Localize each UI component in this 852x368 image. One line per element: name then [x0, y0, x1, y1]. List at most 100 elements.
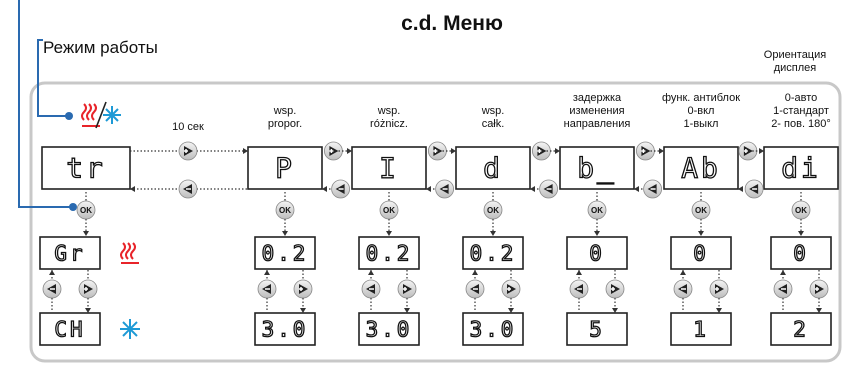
- arrow-head: [282, 231, 288, 236]
- lcd-display-value: [566, 236, 628, 270]
- arrow-head: [49, 270, 55, 275]
- prev-button[interactable]: [539, 179, 558, 199]
- ok-label: OK: [383, 206, 395, 215]
- ok-button[interactable]: OK: [379, 200, 399, 220]
- increase-button[interactable]: [397, 279, 417, 299]
- next-button[interactable]: [178, 141, 198, 161]
- increase-button[interactable]: [293, 279, 313, 299]
- arrow-head: [698, 231, 704, 236]
- ok-button[interactable]: OK: [76, 200, 96, 220]
- arrow-head: [530, 186, 535, 192]
- decrease-button[interactable]: [465, 279, 485, 299]
- next-button[interactable]: [532, 141, 551, 161]
- arrow-head: [555, 148, 560, 154]
- lcd-code: Ab: [681, 152, 721, 185]
- decrease-button[interactable]: [569, 279, 589, 299]
- increase-button[interactable]: [78, 279, 98, 299]
- lcd-display-main: [559, 146, 635, 190]
- ok-label: OK: [279, 206, 291, 215]
- arrow-head: [85, 308, 91, 313]
- lcd-display-value: [39, 312, 101, 346]
- decrease-button[interactable]: [361, 279, 381, 299]
- parameter-label: wsp.propor.: [268, 105, 302, 130]
- heat-icon: [120, 242, 139, 264]
- arrow-head: [780, 270, 786, 275]
- value-upper: Gr: [54, 241, 85, 265]
- ok-label: OK: [795, 206, 807, 215]
- decrease-button[interactable]: [42, 279, 62, 299]
- arrow-head: [680, 270, 686, 275]
- lcd-display-value: [358, 236, 420, 270]
- connector-dot-top: [65, 112, 73, 120]
- decrease-button[interactable]: [673, 279, 693, 299]
- arrow-head: [659, 148, 664, 154]
- prev-button[interactable]: [331, 179, 351, 199]
- arrow-head: [426, 186, 431, 192]
- page-title: c.d. Меню: [401, 12, 503, 35]
- lcd-display-value: [566, 312, 628, 346]
- ok-button[interactable]: OK: [791, 200, 811, 220]
- arrow-head: [347, 148, 352, 154]
- arrow-head: [451, 148, 456, 154]
- lcd-display-value: [462, 312, 524, 346]
- arrow-head: [264, 270, 270, 275]
- lcd-code: P: [275, 152, 295, 185]
- decrease-button[interactable]: [257, 279, 277, 299]
- arrow-head: [243, 148, 248, 154]
- delay-10s-label: 10 сек: [172, 121, 204, 133]
- next-button[interactable]: [636, 141, 655, 161]
- lcd-display-main: [663, 146, 739, 190]
- arrow-head: [404, 308, 410, 313]
- increase-button[interactable]: [605, 279, 625, 299]
- value-upper: 0.2: [470, 241, 517, 265]
- value-lower: CH: [54, 317, 85, 341]
- value-upper: 0: [793, 241, 809, 265]
- arrow-head: [738, 186, 743, 192]
- lcd-display-value: [254, 236, 316, 270]
- connector-dot-bottom: [69, 203, 77, 211]
- lcd-display-main: [351, 146, 427, 190]
- increase-button[interactable]: [501, 279, 521, 299]
- decrease-button[interactable]: [773, 279, 793, 299]
- next-button[interactable]: [738, 141, 758, 161]
- ok-button[interactable]: OK: [275, 200, 295, 220]
- arrow-head: [300, 308, 306, 313]
- prev-button[interactable]: [178, 179, 198, 199]
- arrow-head: [612, 308, 618, 313]
- outer-frame: [29, 81, 842, 363]
- lcd-display-value: [770, 236, 832, 270]
- value-lower: 2: [793, 317, 809, 341]
- prev-button[interactable]: [435, 179, 455, 199]
- arrow-head: [83, 231, 89, 236]
- value-lower: 3.0: [262, 317, 309, 341]
- arrow-head: [386, 231, 392, 236]
- prev-button[interactable]: [643, 179, 662, 199]
- lcd-code: b_: [577, 152, 617, 186]
- mode-label: Режим работы: [43, 38, 158, 57]
- arrow-head: [576, 270, 582, 275]
- prev-button[interactable]: [744, 179, 764, 199]
- value-upper: 0.2: [262, 241, 309, 265]
- parameter-label: wsp.różnicz.: [370, 105, 408, 130]
- value-lower: 5: [589, 317, 605, 341]
- lcd-display-value: [670, 236, 732, 270]
- arrow-head: [816, 308, 822, 313]
- arrow-head: [490, 231, 496, 236]
- increase-button[interactable]: [809, 279, 829, 299]
- lcd-display-value: [254, 312, 316, 346]
- heat-cool-icon: [81, 101, 121, 129]
- lcd-display-value: [358, 312, 420, 346]
- lcd-code: tr: [66, 152, 106, 185]
- lcd-display-main: [247, 146, 323, 190]
- ok-button[interactable]: OK: [691, 200, 711, 220]
- parameter-label: wsp.całk.: [481, 105, 505, 130]
- lcd-display-value: [39, 236, 101, 270]
- increase-button[interactable]: [709, 279, 729, 299]
- ok-button[interactable]: OK: [587, 200, 607, 220]
- arrow-head: [472, 270, 478, 275]
- ok-button[interactable]: OK: [483, 200, 503, 220]
